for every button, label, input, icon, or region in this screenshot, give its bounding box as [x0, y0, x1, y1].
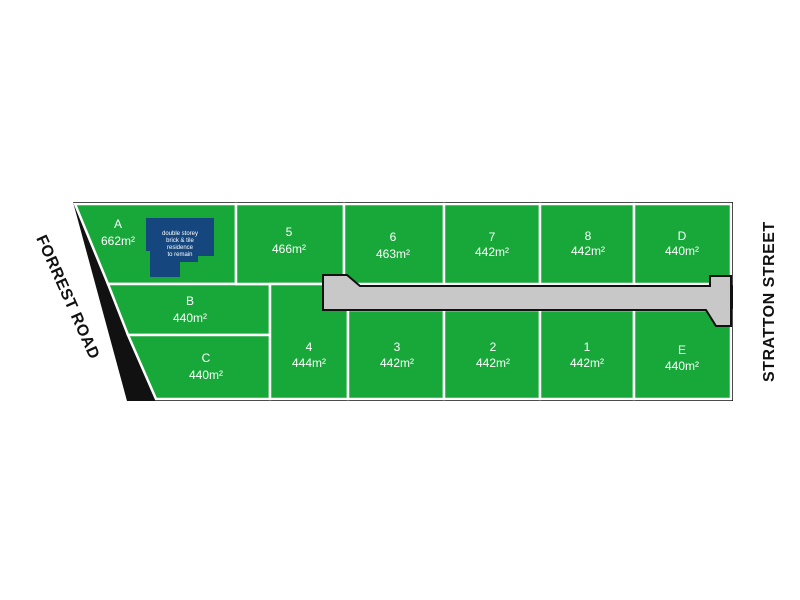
lot-1-area: 442m² — [570, 356, 604, 370]
residence-line-4: to remain — [167, 252, 192, 258]
lot-3[interactable] — [346, 308, 446, 401]
lot-8[interactable] — [538, 202, 636, 286]
existing-residence[interactable]: double storey brick & tile residence to … — [146, 218, 214, 277]
lot-6-area: 463m² — [376, 247, 410, 261]
lot-7-area: 442m² — [475, 245, 509, 259]
lot-a-number: A — [114, 217, 122, 231]
lot-b[interactable] — [106, 282, 272, 337]
lot-6[interactable] — [342, 202, 446, 286]
access-road — [322, 274, 732, 327]
lot-6-number: 6 — [390, 230, 397, 244]
lot-d-area: 440m² — [665, 244, 699, 258]
lot-a-area: 662m² — [101, 234, 135, 248]
stratton-street-label: STRATTON STREET — [761, 221, 778, 382]
lot-4-number: 4 — [306, 340, 313, 354]
lot-c-area: 440m² — [189, 368, 223, 382]
lot-2-area: 442m² — [476, 356, 510, 370]
residence-footprint — [146, 218, 214, 277]
lot-c-number: C — [202, 351, 211, 365]
lot-1[interactable] — [538, 308, 636, 401]
lot-4-area: 444m² — [292, 356, 326, 370]
lot-e-number: E — [678, 343, 686, 357]
lot-4[interactable] — [268, 282, 350, 401]
lot-d-number: D — [678, 229, 687, 243]
residence-line-2: brick & tile — [166, 238, 194, 244]
lot-7[interactable] — [442, 202, 542, 286]
lot-d[interactable] — [632, 202, 733, 286]
lot-2-number: 2 — [490, 340, 497, 354]
lot-8-area: 442m² — [571, 244, 605, 258]
lot-e-area: 440m² — [665, 359, 699, 373]
lot-7-number: 7 — [489, 230, 496, 244]
lot-5-number: 5 — [286, 225, 293, 239]
lot-b-number: B — [186, 294, 194, 308]
lot-3-number: 3 — [394, 340, 401, 354]
lot-3-area: 442m² — [380, 356, 414, 370]
lot-8-number: 8 — [585, 229, 592, 243]
residence-line-1: double storey — [162, 231, 198, 237]
lot-b-area: 440m² — [173, 311, 207, 325]
residence-line-3: residence — [167, 245, 194, 251]
lot-2[interactable] — [442, 308, 542, 401]
lot-1-number: 1 — [584, 340, 591, 354]
lot-5-area: 466m² — [272, 242, 306, 256]
